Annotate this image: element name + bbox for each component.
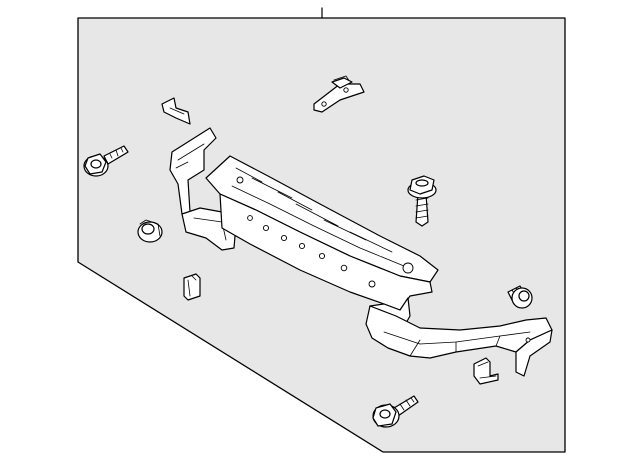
- right-bolt: [507, 285, 533, 309]
- upper-center-bolt: [407, 175, 437, 227]
- bracket: [313, 75, 365, 113]
- lower-bolt: [372, 395, 419, 428]
- upper-left-bolt: [83, 145, 129, 177]
- radiator-support-tie-bar: [169, 127, 553, 377]
- lower-right-clip: [473, 357, 499, 385]
- small-clip: [183, 273, 201, 301]
- left-clip: [161, 97, 191, 125]
- grommet: [137, 219, 163, 243]
